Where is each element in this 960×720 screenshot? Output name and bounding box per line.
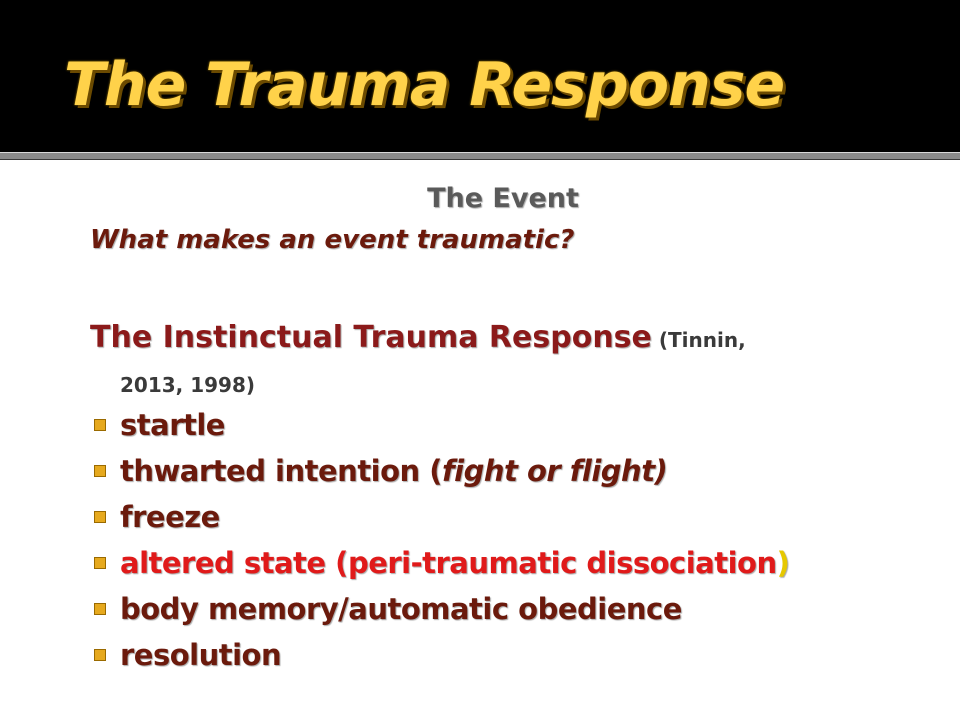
bullet-text: body memory/automatic obedience	[120, 592, 682, 626]
bullet-item-freeze: freeze	[90, 498, 789, 544]
bullet-text-italic: fight or flight)	[442, 454, 668, 488]
bullet-text-close-paren: )	[776, 546, 790, 580]
bullet-text: startle	[120, 408, 225, 442]
itr-citation-continued: 2013, 1998)	[120, 373, 256, 397]
bullet-item-altered-state: altered state (peri-traumatic dissociati…	[90, 544, 790, 590]
square-bullet-icon	[94, 557, 106, 569]
square-bullet-icon	[94, 419, 106, 431]
slide-content: The Event What makes an event traumatic?…	[0, 160, 960, 720]
slide-title: The Trauma Response	[64, 50, 785, 120]
bullet-item-startle: startle	[90, 406, 789, 452]
bullet-text: thwarted intention (	[120, 454, 443, 488]
bullet-text: resolution	[120, 638, 282, 672]
square-bullet-icon	[94, 465, 106, 477]
title-divider	[0, 152, 960, 160]
event-heading: The Event	[427, 183, 579, 214]
bullet-text: altered state (peri-traumatic dissociati…	[120, 546, 777, 580]
bullet-item-thwarted-intention: thwarted intention (fight or flight)	[90, 452, 789, 498]
square-bullet-icon	[94, 649, 106, 661]
itr-citation: (Tinnin,	[651, 328, 746, 352]
itr-title: The Instinctual Trauma Response	[90, 320, 652, 355]
bullet-item-resolution: resolution	[90, 636, 789, 682]
square-bullet-icon	[94, 603, 106, 615]
event-question: What makes an event traumatic?	[90, 225, 575, 255]
bullet-text: freeze	[120, 500, 220, 534]
title-bar: The Trauma Response	[0, 0, 960, 152]
itr-heading: The Instinctual Trauma Response (Tinnin,	[90, 320, 910, 356]
bullet-list: startle thwarted intention (fight or fli…	[90, 406, 790, 682]
square-bullet-icon	[94, 511, 106, 523]
bullet-item-body-memory: body memory/automatic obedience	[90, 590, 789, 636]
